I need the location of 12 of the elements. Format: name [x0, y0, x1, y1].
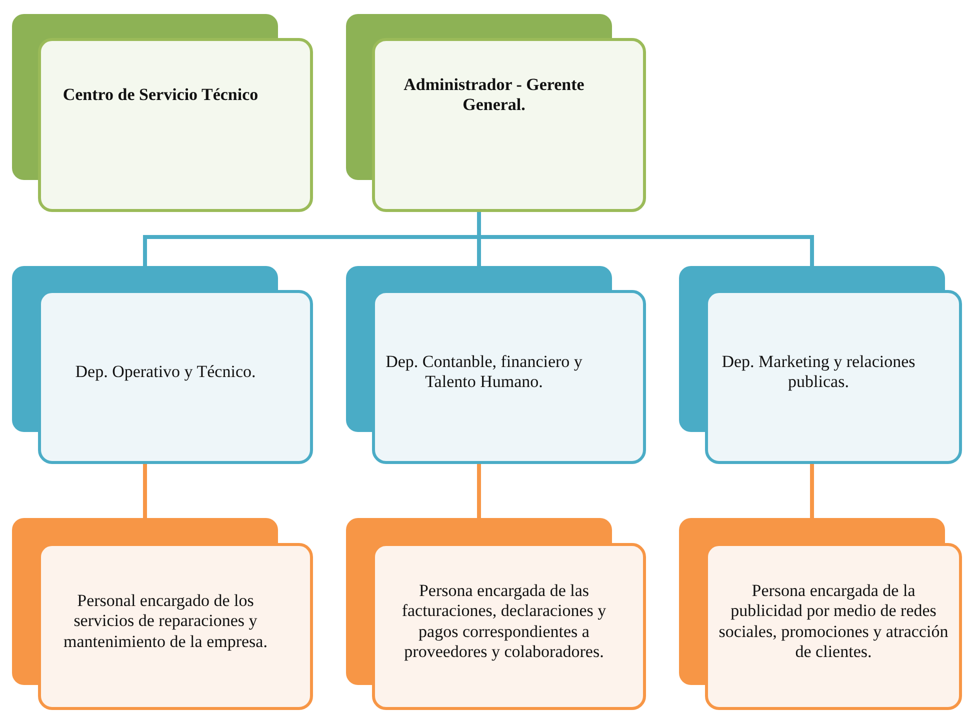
- description-text: Persona encargada de la publicidad por medio de redes sociales, promociones y atracción de clientes.: [718, 580, 949, 662]
- description-text: Dep. Contanble, financiero y Talento Humano.: [385, 352, 583, 392]
- connector-line: [143, 464, 147, 518]
- connector-line: [810, 464, 814, 518]
- description-text: Dep. Marketing y relaciones publicas.: [720, 352, 916, 392]
- connector-line: [477, 464, 481, 518]
- title-text: Administrador - Gerente General.: [402, 74, 586, 116]
- description-text: Dep. Operativo y Técnico.: [75, 362, 256, 382]
- title-text: Centro de Servicio Técnico: [62, 84, 258, 106]
- description-text: Personal encargado de los servicios de reparaciones y mantenimiento de la empresa.: [62, 590, 268, 652]
- description-text: Persona encargada de las facturaciones, declaraciones y pagos correspondientes a proveedores y colaboradores.: [400, 580, 608, 662]
- connector-line: [477, 212, 814, 266]
